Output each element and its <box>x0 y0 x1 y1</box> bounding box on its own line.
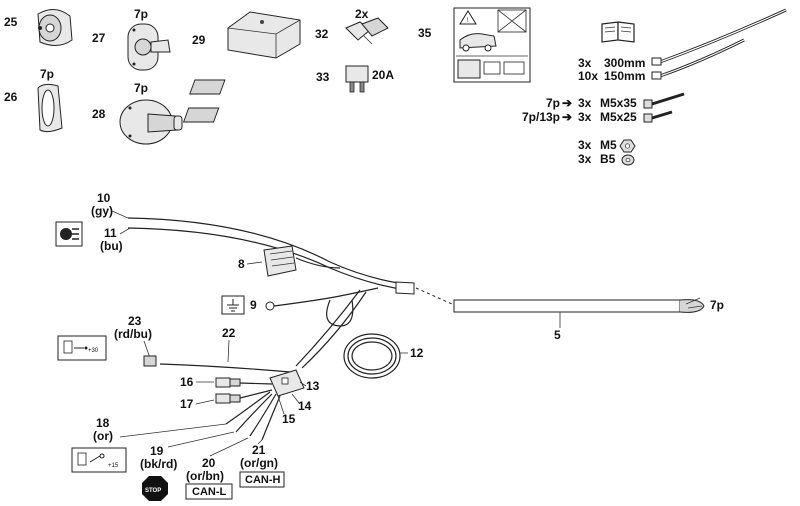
wire-14-number: 14 <box>298 399 312 413</box>
ring-terminal-23 <box>143 355 157 367</box>
wire-11-number: 11 <box>104 226 117 240</box>
warning-triangle-icon: ! <box>459 10 477 25</box>
washer-size: B5 <box>600 152 616 166</box>
ground-icon <box>221 295 245 315</box>
ground-ring-terminal <box>265 287 379 327</box>
cable-ties-icon <box>651 8 787 80</box>
trailer-cable-pins: 7p <box>710 298 724 312</box>
label-part-32-qty: 2x <box>355 7 369 21</box>
washer-qty: 3x <box>578 152 592 166</box>
label-part-27-pins: 7p <box>134 7 148 21</box>
junction-block <box>269 369 305 397</box>
wire-19-color: (bk/rd) <box>140 457 177 471</box>
nut-size: M5 <box>600 138 617 152</box>
plus15-text: +15 <box>108 463 119 469</box>
socket-7p-icon <box>37 9 73 46</box>
tie-300-size: 300mm <box>604 56 645 70</box>
plus30-text: +30 <box>88 348 99 354</box>
connector-17 <box>215 389 273 404</box>
connector-16 <box>215 377 273 388</box>
tie-300-qty: 3x <box>578 56 592 70</box>
wire-11-color: (bu) <box>100 239 123 253</box>
grommet-7p-icon <box>127 23 171 71</box>
nut-qty: 3x <box>578 138 592 152</box>
label-part-26-pins: 7p <box>40 67 54 81</box>
wire-21-color: (or/gn) <box>240 456 278 470</box>
control-module-icon <box>227 11 301 59</box>
svg-text:!: ! <box>467 18 469 24</box>
pad-30-icon <box>189 79 226 95</box>
wire-23-number: 23 <box>128 314 142 328</box>
stop-sign-icon: STOP <box>142 476 168 501</box>
base-plate-icon <box>119 99 183 145</box>
label-part-28: 28 <box>92 107 106 121</box>
stop-text: STOP <box>145 488 161 494</box>
bolt-25-size: M5x25 <box>600 110 637 124</box>
wire-19-number: 19 <box>150 444 164 458</box>
label-part-29: 29 <box>192 33 206 47</box>
wire-18-number: 18 <box>96 416 110 430</box>
can-h-box <box>239 471 285 488</box>
label-part-32: 32 <box>315 27 329 41</box>
nut-icon <box>619 139 636 153</box>
fog-light-icon <box>55 221 83 247</box>
label-part-25: 25 <box>4 15 18 29</box>
warning-label-card: ! <box>453 7 531 83</box>
pad-31-icon <box>182 107 220 123</box>
wire-16-number: 16 <box>180 375 194 389</box>
wire-21-number: 21 <box>252 443 266 457</box>
can-h-text: CAN-H <box>245 474 280 486</box>
bolt-35-arrow: ➔ <box>562 96 572 110</box>
can-l-text: CAN-L <box>192 486 226 498</box>
bolt-25-variant: 7p/13p <box>522 110 560 124</box>
clip-icon <box>345 17 389 45</box>
tie-150-qty: 10x <box>578 69 598 83</box>
wire-23-color: (rd/bu) <box>114 327 152 341</box>
bolt-35-variant: 7p <box>546 96 560 110</box>
wire-10-color: (gy) <box>91 204 113 218</box>
label-part-26: 26 <box>4 90 18 104</box>
wire-15-number: 15 <box>282 412 296 426</box>
washer-icon <box>621 154 635 166</box>
bolt-35-qty: 3x <box>578 96 592 110</box>
main-cable-trunk <box>127 217 453 305</box>
can-l-box <box>185 483 233 500</box>
bolt-long-icon <box>643 92 685 109</box>
wire-5-number: 5 <box>554 328 561 342</box>
multi-pin-connector-icon <box>263 245 341 277</box>
wire-20-number: 20 <box>202 456 216 470</box>
trailer-cable <box>453 297 705 313</box>
label-part-28-pins: 7p <box>134 81 148 95</box>
wire-10-number: 10 <box>97 191 111 205</box>
tie-150-size: 150mm <box>604 69 645 83</box>
coiled-cable <box>343 333 401 379</box>
wire-18-color: (or) <box>93 429 113 443</box>
bolt-25-arrow: ➔ <box>562 110 572 124</box>
manual-book-icon <box>601 21 635 43</box>
wire-8-number: 8 <box>238 257 245 271</box>
fuse-icon <box>345 65 369 93</box>
gasket-icon <box>37 83 63 133</box>
bolt-short-icon <box>643 110 673 123</box>
label-fuse-rating: 20A <box>372 68 394 82</box>
relay-icon <box>57 335 107 361</box>
wire-17-number: 17 <box>180 397 194 411</box>
label-part-35: 35 <box>418 26 432 40</box>
label-part-33: 33 <box>316 70 330 84</box>
wire-20-color: (or/bn) <box>186 469 224 483</box>
wire-13-number: 13 <box>306 379 320 393</box>
label-part-27: 27 <box>92 31 106 45</box>
wire-9-number: 9 <box>250 298 257 312</box>
wire-12-number: 12 <box>410 346 424 360</box>
ignition-relay-icon <box>71 447 127 473</box>
bolt-25-qty: 3x <box>578 110 592 124</box>
wire-22-number: 22 <box>222 326 236 340</box>
bolt-35-size: M5x35 <box>600 96 637 110</box>
